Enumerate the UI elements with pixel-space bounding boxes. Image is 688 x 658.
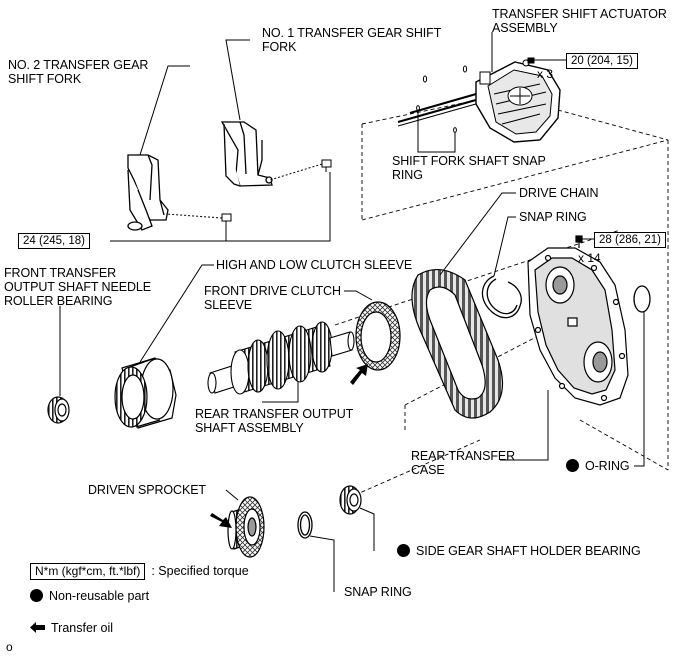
torque-actuator-qty: x 3	[537, 67, 554, 81]
legend-torque-unit: N*m (kgf*cm, ft.*lbf)	[30, 563, 146, 580]
label-shift-fork-shaft-snap-ring: SHIFT FORK SHAFT SNAP RING	[392, 154, 546, 182]
label-no2-shift-fork: NO. 2 TRANSFER GEAR SHIFT FORK	[8, 58, 149, 86]
oil-arrow-sprocket	[210, 513, 232, 528]
snap-ring-upper-drawing	[481, 275, 522, 319]
non-reusable-dot-icon	[566, 459, 579, 472]
leader-lines	[59, 32, 645, 592]
non-reusable-dot-icon	[30, 589, 43, 602]
label-high-low-clutch-sleeve: HIGH AND LOW CLUTCH SLEEVE	[216, 258, 413, 272]
legend-torque: N*m (kgf*cm, ft.*lbf) : Specified torque	[30, 563, 249, 580]
o-ring-drawing	[633, 285, 651, 313]
oil-arrows	[210, 364, 368, 528]
legend-transfer-oil: Transfer oil	[30, 621, 113, 636]
label-no1-shift-fork: NO. 1 TRANSFER GEAR SHIFT FORK	[262, 26, 442, 54]
footer-mark: o	[6, 640, 13, 654]
drive-chain-drawing	[411, 269, 504, 419]
label-driven-sprocket: DRIVEN SPROCKET	[88, 483, 206, 497]
front-drive-sleeve-drawing	[355, 301, 401, 371]
no1-shift-fork-drawing	[220, 121, 273, 187]
label-side-gear-bearing: SIDE GEAR SHAFT HOLDER BEARING	[397, 544, 641, 558]
rear-output-shaft-drawing	[207, 321, 355, 395]
label-front-drive-clutch-sleeve: FRONT DRIVE CLUTCH SLEEVE	[204, 284, 341, 312]
snap-ring-lower-drawing	[297, 511, 313, 539]
non-reusable-dot-icon	[397, 544, 410, 557]
no2-shift-fork-drawing	[127, 154, 169, 231]
shift-actuator-drawing	[397, 57, 566, 143]
label-transfer-shift-actuator: TRANSFER SHIFT ACTUATOR ASSEMBLY	[492, 7, 667, 35]
needle-bearing-drawing	[47, 396, 70, 424]
label-rear-output-shaft: REAR TRANSFER OUTPUT SHAFT ASSEMBLY	[195, 407, 354, 435]
oil-arrow-clutch	[350, 364, 368, 385]
torque-case-qty: x 14	[578, 251, 601, 265]
legend-torque-desc: : Specified torque	[151, 564, 249, 578]
label-snap-ring-lower: SNAP RING	[344, 585, 412, 599]
torque-fork-bolt: 24 (245, 18)	[18, 233, 91, 249]
oil-arrow-icon	[30, 622, 45, 633]
legend-non-reusable: Non-reusable part	[30, 589, 149, 604]
label-o-ring: O-RING	[566, 459, 630, 473]
side-bearing-drawing	[339, 485, 362, 515]
rear-case-drawing	[527, 235, 629, 406]
driven-sprocket-drawing	[227, 496, 265, 558]
torque-actuator-bolt: 20 (204, 15)	[566, 53, 639, 69]
label-drive-chain: DRIVE CHAIN	[519, 186, 599, 200]
high-low-sleeve-drawing	[114, 357, 177, 429]
label-snap-ring-upper: SNAP RING	[519, 210, 587, 224]
label-rear-transfer-case: REAR TRANSFER CASE	[411, 449, 516, 477]
label-front-output-bearing: FRONT TRANSFER OUTPUT SHAFT NEEDLE ROLLE…	[4, 266, 151, 308]
torque-case-bolt: 28 (286, 21)	[594, 232, 667, 248]
